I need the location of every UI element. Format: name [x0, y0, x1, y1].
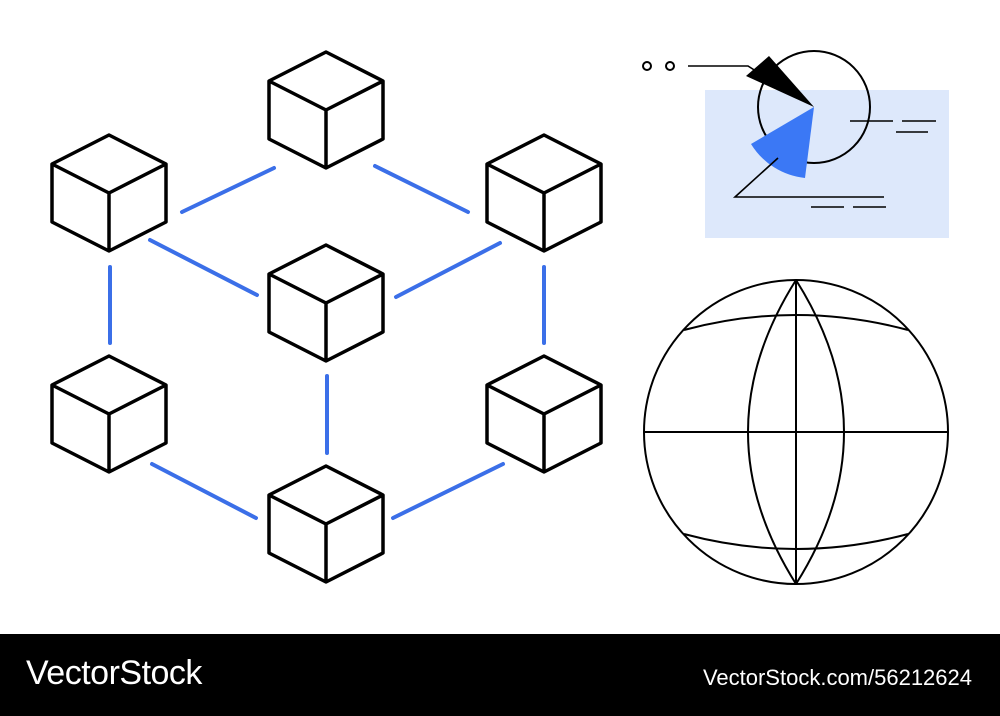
cube-icon: [50, 354, 168, 474]
indicator-dot: [665, 61, 675, 71]
pie-slice-black: [746, 56, 814, 107]
network-link: [148, 238, 259, 297]
cube-icon: [267, 243, 385, 363]
network-link: [150, 462, 258, 520]
network-links: [108, 164, 546, 520]
network-link: [373, 164, 470, 214]
card-panel: [705, 90, 949, 238]
network-link: [180, 166, 276, 214]
cube-icon: [485, 133, 603, 253]
image-id-label: VectorStock.com/56212624: [702, 665, 972, 690]
cube-icon: [50, 133, 168, 253]
illustration-artwork: [50, 50, 949, 585]
pie-slice-blue: [751, 107, 814, 178]
cube-icon: [267, 50, 385, 170]
cube-icon: [267, 464, 385, 584]
indicator-dot: [642, 61, 652, 71]
pie-chart-icon: [757, 50, 871, 164]
network-link: [391, 462, 505, 520]
pie-chart-card: [642, 50, 949, 238]
watermark-footer: VectorStock VectorStock.com/56212624: [0, 634, 1000, 716]
brand-logo: VectorStock: [26, 654, 202, 692]
globe-icon: [643, 279, 949, 585]
network-link: [394, 241, 502, 299]
cube-icon: [485, 354, 603, 474]
callout-lines: [688, 65, 936, 208]
blockchain-cubes: [50, 50, 603, 584]
